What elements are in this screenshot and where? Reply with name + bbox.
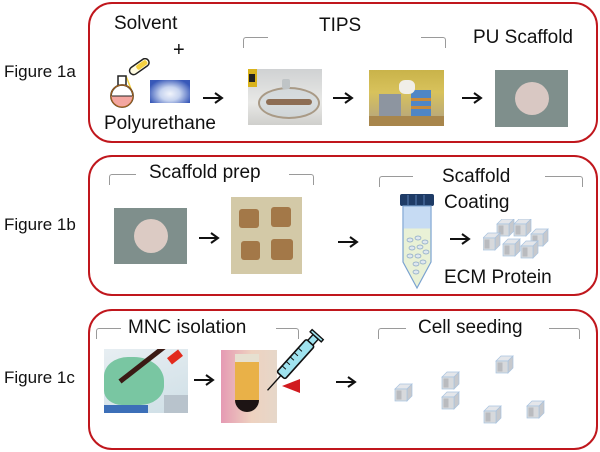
arrow-icon <box>193 374 214 386</box>
arrow-icon <box>449 233 470 245</box>
scaffold-coating-bracket-left <box>379 176 413 187</box>
scaffold-disc-photo <box>114 208 187 264</box>
centrifuged-tube-photo <box>221 350 277 423</box>
arrow-icon <box>461 92 482 104</box>
panel-1b <box>88 155 598 296</box>
pu-scaffold-label: PU Scaffold <box>473 27 573 48</box>
panel-1c <box>88 309 598 450</box>
tips-bracket-right <box>421 37 446 48</box>
flask-icon <box>110 58 150 108</box>
red-pointer-icon <box>282 379 300 393</box>
cell-seeding-bracket-right <box>549 328 580 339</box>
scaffold-coating-bracket-right <box>545 176 583 187</box>
pu-scaffold-disc-photo <box>495 70 568 127</box>
scaffold-prep-bracket-left <box>109 174 136 185</box>
coated-cubes-icon <box>483 219 549 259</box>
cell-seeding-bracket-left <box>378 328 406 339</box>
plus-sign: + <box>173 39 185 61</box>
mnc-isolation-bracket-left <box>96 328 121 339</box>
arrow-icon <box>335 376 356 388</box>
tips-bracket-left <box>243 37 268 48</box>
mnc-isolation-label: MNC isolation <box>128 317 247 338</box>
arrow-icon <box>202 92 223 104</box>
tips-label: TIPS <box>319 15 362 36</box>
syringe-icon <box>266 328 325 391</box>
figure-1c-label: Figure 1c <box>4 368 75 387</box>
arrow-icon <box>337 236 358 248</box>
freeze-dryer-apparatus-photo <box>369 70 444 126</box>
conical-tube-icon <box>400 194 434 290</box>
blood-tube-photo <box>104 349 188 413</box>
cell-seeding-label: Cell seeding <box>418 317 523 338</box>
arrow-icon <box>198 232 219 244</box>
scaffold-coating-label-line1: Scaffold <box>442 166 511 187</box>
scaffold-prep-label: Scaffold prep <box>149 162 261 183</box>
figure-1a-label: Figure 1a <box>4 62 76 81</box>
vacuum-chamber-photo <box>248 69 322 125</box>
scaffold-cubes-photo <box>231 197 302 274</box>
arrow-icon <box>332 92 353 104</box>
scaffold-coating-label-line2: Coating <box>444 192 510 213</box>
polyurethane-granules-photo <box>150 80 190 103</box>
scaffold-prep-bracket-right <box>289 174 314 185</box>
figure-1b-label: Figure 1b <box>4 215 76 234</box>
solvent-label: Solvent <box>114 13 178 34</box>
polyurethane-label: Polyurethane <box>104 113 216 134</box>
panel-1a <box>88 2 598 143</box>
seeded-cubes-icon <box>394 355 545 424</box>
ecm-protein-label: ECM Protein <box>444 267 552 288</box>
mnc-isolation-bracket-right <box>276 328 299 339</box>
